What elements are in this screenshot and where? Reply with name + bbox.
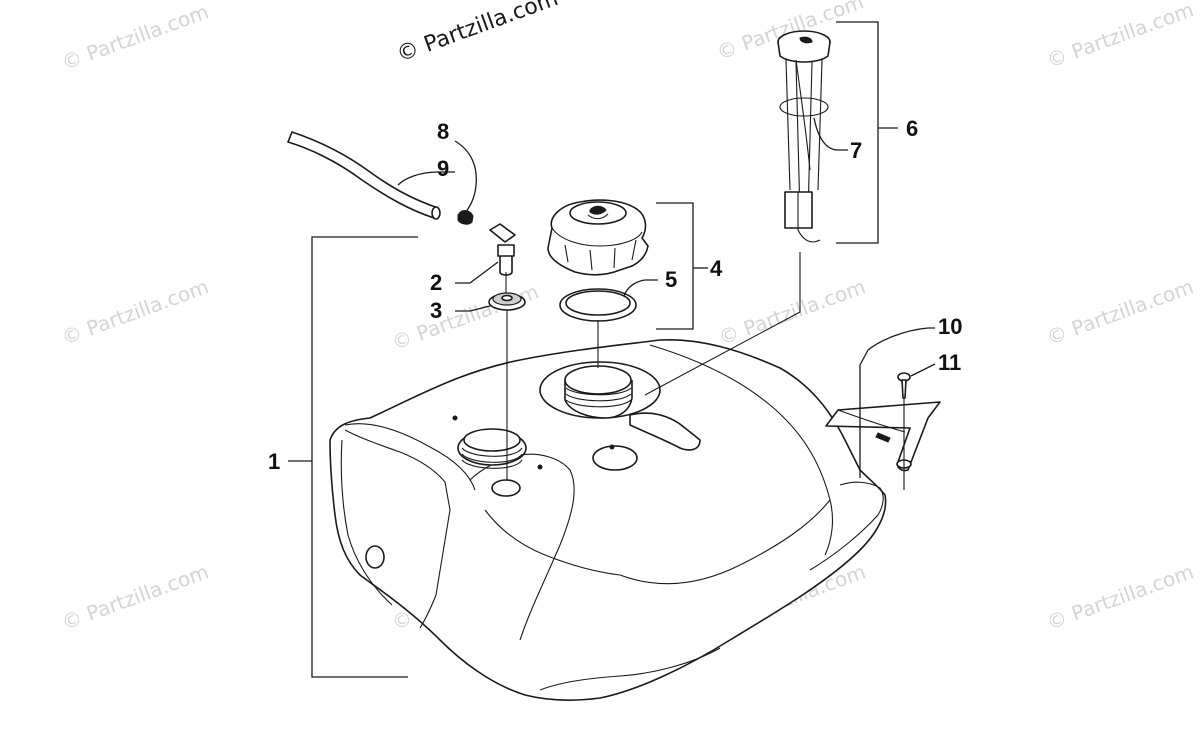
fuel-tank	[329, 338, 887, 701]
sender-to-tank-line	[644, 252, 801, 396]
callout-3-leader	[455, 305, 491, 312]
copyright-notice: © Partzilla.com	[394, 0, 562, 68]
fuel-sender	[777, 30, 831, 243]
callout-6: 6	[906, 116, 918, 141]
hose-clamp	[457, 210, 474, 225]
watermark: © Partzilla.com	[1044, 559, 1197, 634]
watermark: © Partzilla.com	[1044, 274, 1197, 349]
callout-8-leader	[454, 140, 477, 213]
callout-2-leader	[455, 261, 499, 284]
callout-2: 2	[430, 270, 442, 295]
callout-10: 10	[938, 314, 962, 339]
vent-fitting	[489, 223, 516, 295]
watermark: © Partzilla.com	[1044, 0, 1197, 73]
sender-opening-inner	[463, 428, 521, 452]
tank-left-top-ridge	[344, 423, 476, 491]
callout-9: 9	[437, 156, 449, 181]
watermark: © Partzilla.com	[716, 274, 869, 349]
tank-body	[329, 338, 887, 701]
watermark: © Partzilla.com	[59, 274, 212, 349]
callout-9-leader	[397, 171, 455, 186]
tank-rivet	[537, 464, 543, 470]
mount-screw	[897, 372, 911, 399]
callout-3: 3	[430, 298, 442, 323]
tank-lower-contour	[619, 499, 831, 585]
tank-drain-recess	[592, 445, 638, 471]
tank-left-panel	[344, 429, 451, 629]
tank-right-contour	[649, 344, 834, 556]
callout-1-bracket	[288, 236, 418, 678]
vent-grommet-seat	[491, 479, 521, 497]
callout-5: 5	[665, 267, 677, 292]
callout-1: 1	[268, 449, 280, 474]
callout-4-bracket	[656, 202, 708, 330]
fuel-cap	[547, 199, 649, 276]
grommet	[488, 292, 526, 311]
tank-rivet	[609, 444, 615, 450]
tank-center-fold	[484, 509, 621, 576]
tank-base-rim	[539, 647, 721, 691]
sender-opening-threads	[461, 447, 523, 469]
callout-10-bracket	[859, 327, 935, 478]
filler-neck-threads	[565, 387, 632, 408]
vent-hose	[287, 131, 441, 220]
callout-5-leader	[623, 279, 658, 297]
sender-flange-tab	[629, 412, 701, 451]
callout-7: 7	[850, 138, 862, 163]
cap-gasket	[559, 288, 637, 322]
callout-11-leader	[910, 363, 936, 377]
callout-8: 8	[437, 119, 449, 144]
callout-11: 11	[938, 350, 961, 375]
callout-4: 4	[710, 256, 723, 281]
tank-left-panel-edge	[340, 439, 393, 606]
tank-vent-nub	[365, 545, 385, 569]
watermark: © Partzilla.com	[59, 0, 212, 75]
tank-rivet	[452, 415, 458, 421]
callout-7-leader	[813, 117, 848, 151]
filler-neck-top	[564, 365, 632, 395]
callout-6-bracket	[836, 21, 898, 244]
tank-flange	[809, 481, 884, 571]
watermark: © Partzilla.com	[59, 559, 212, 634]
watermark: © Partzilla.com	[389, 279, 542, 354]
